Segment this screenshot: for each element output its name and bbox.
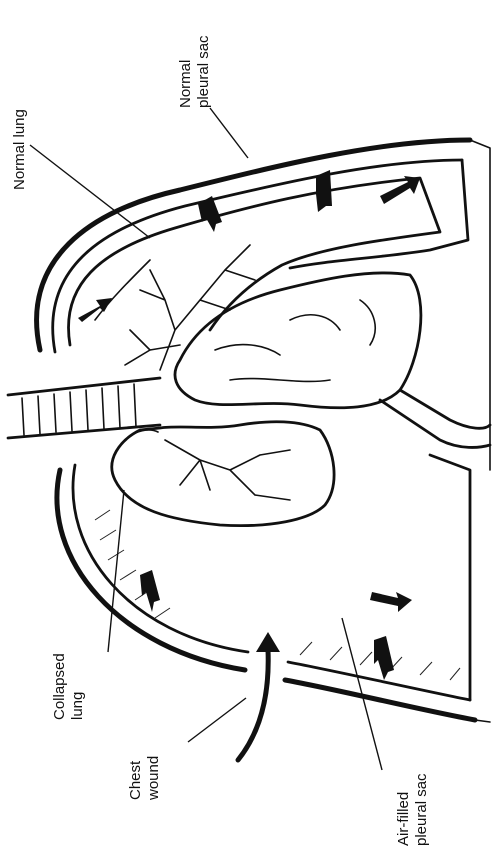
normal-lung	[68, 170, 440, 370]
leader-chest-wound	[188, 698, 246, 742]
label-normal-pleural-sac: Normal pleural sac	[177, 35, 212, 108]
label-collapsed-lung: Collapsed lung	[51, 649, 86, 720]
label-air-filled-pleural-sac: Air-filled pleural sac	[395, 773, 430, 846]
leader-collapsed-lung	[108, 490, 124, 652]
labels: Normal pleural sac Normal lung Collapsed…	[11, 35, 430, 846]
label-chest-wound: Chest wound	[127, 756, 162, 801]
collapsed-lung	[112, 422, 334, 526]
trachea	[8, 378, 160, 438]
air-filled-pleural-sac	[57, 455, 490, 722]
label-normal-lung: Normal lung	[11, 109, 28, 190]
anatomy-drawing	[8, 140, 490, 760]
leader-normal-pleural-sac	[210, 108, 248, 158]
heart	[175, 273, 490, 448]
